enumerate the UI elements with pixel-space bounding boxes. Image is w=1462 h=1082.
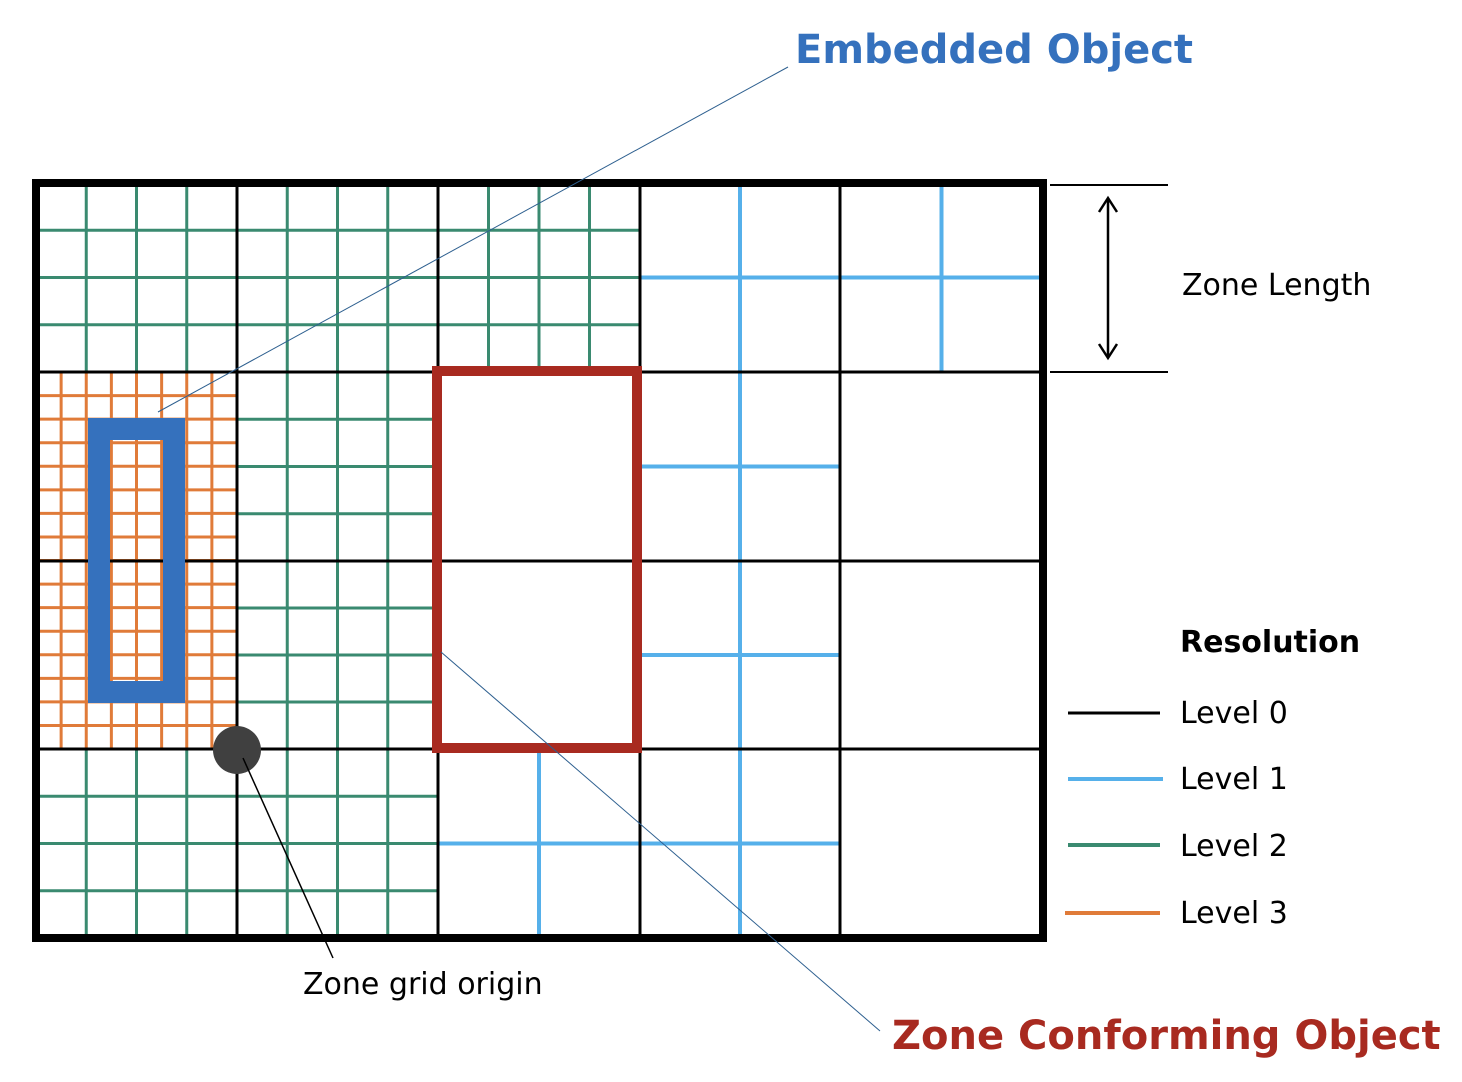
zone-length-arrowhead-bottom	[1097, 343, 1119, 361]
zone-grid-origin-leader	[242, 757, 334, 959]
legend-label-level-2: Level 2	[1180, 829, 1288, 864]
zone-conforming-object-label: Zone Conforming Object	[892, 1013, 1441, 1059]
level-1-grid-lines	[438, 183, 1043, 938]
zone-length-arrowhead-top	[1097, 195, 1119, 213]
zone-length-label: Zone Length	[1182, 268, 1371, 303]
resolution-legend: Resolution Level 0 Level 1 Level 2 Level…	[1065, 625, 1360, 931]
legend-label-level-1: Level 1	[1180, 762, 1288, 797]
zone-conforming-object-shape	[432, 366, 642, 753]
embedded-object-label: Embedded Object	[795, 27, 1193, 73]
zone-grid-origin-marker	[213, 726, 261, 774]
level-2-grid-lines	[36, 183, 640, 938]
legend-title: Resolution	[1180, 625, 1360, 660]
legend-label-level-3: Level 3	[1180, 896, 1288, 931]
embedded-object-leader	[157, 66, 789, 413]
zone-grid-origin-label: Zone grid origin	[303, 967, 543, 1002]
zone-conforming-object-leader	[440, 651, 881, 1032]
embedded-object-shape	[88, 418, 185, 703]
zone-grid-border	[32, 179, 1047, 942]
legend-label-level-0: Level 0	[1180, 696, 1288, 731]
